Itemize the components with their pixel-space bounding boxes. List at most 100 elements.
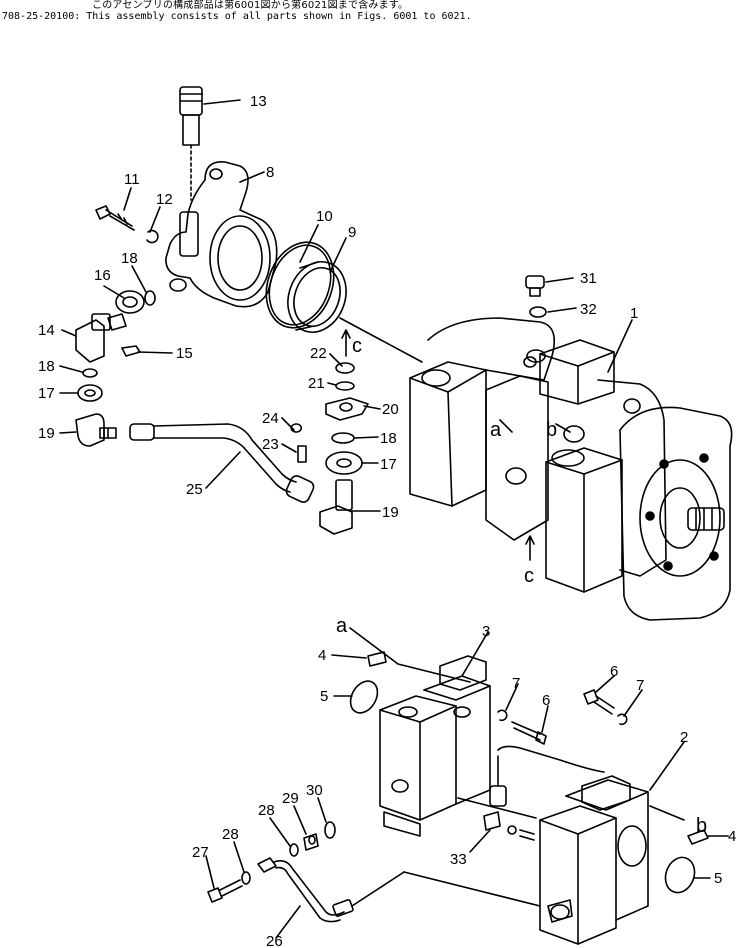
part-11-bolt bbox=[95, 205, 135, 231]
leader-7b bbox=[623, 689, 643, 717]
leader-28a bbox=[233, 841, 245, 873]
leader-3 bbox=[461, 631, 489, 677]
leader-18b bbox=[59, 365, 83, 373]
callout-17-a: 17 bbox=[38, 385, 55, 402]
callout-1: 1 bbox=[630, 305, 638, 322]
leader-valve-link bbox=[457, 797, 537, 819]
part-19-elbow-b bbox=[319, 479, 353, 535]
part-31-plug bbox=[525, 275, 545, 297]
callout-10: 10 bbox=[316, 208, 333, 225]
callout-labels: 13 8 11 12 10 9 18 16 14 15 18 17 19 25 … bbox=[38, 93, 736, 948]
leader-1 bbox=[607, 319, 633, 373]
part-17-nut-a bbox=[77, 384, 103, 402]
leader-25 bbox=[205, 451, 241, 489]
part-30-oring bbox=[324, 821, 336, 839]
leader-9 bbox=[329, 237, 347, 273]
leader-b-lower bbox=[649, 805, 685, 821]
callout-18-c: 18 bbox=[380, 430, 397, 447]
callout-32: 32 bbox=[580, 301, 597, 318]
callout-29: 29 bbox=[282, 790, 299, 807]
callout-15: 15 bbox=[176, 345, 193, 362]
note-japanese: このアセンブリの構成部品は第6001図から第6021図まで含みます。 bbox=[92, 0, 409, 11]
leader-a-lower bbox=[349, 627, 471, 683]
part-32-oring bbox=[529, 306, 547, 318]
callout-4-b: 4 bbox=[728, 828, 736, 845]
leader-27 bbox=[205, 855, 215, 889]
leader-24 bbox=[281, 417, 295, 431]
callout-23: 23 bbox=[262, 436, 279, 453]
callout-28-b: 28 bbox=[258, 802, 275, 819]
part-24-washer bbox=[290, 423, 303, 433]
part-5-oring-b bbox=[664, 856, 696, 894]
part-7-washer-a bbox=[497, 709, 508, 722]
part-14-block bbox=[75, 313, 127, 363]
part-10-oring bbox=[265, 241, 335, 329]
callout-13: 13 bbox=[250, 93, 267, 110]
callout-7-b: 7 bbox=[636, 677, 644, 694]
callout-25: 25 bbox=[186, 481, 203, 498]
part-22-nut bbox=[335, 362, 355, 374]
leader-16 bbox=[103, 285, 125, 299]
ref-a-lower: a bbox=[336, 615, 348, 637]
part-17-nut-b bbox=[325, 451, 363, 475]
leader-13 bbox=[203, 99, 241, 105]
part-8-housing bbox=[165, 161, 278, 308]
leader-pipe-link-b bbox=[403, 871, 541, 907]
leader-23 bbox=[281, 443, 297, 453]
part-9-seal bbox=[287, 261, 347, 333]
callout-12: 12 bbox=[156, 191, 173, 208]
part-33-sensor bbox=[483, 745, 605, 841]
leader-20 bbox=[363, 405, 381, 410]
part-6-bolt-b bbox=[583, 689, 615, 715]
callout-33: 33 bbox=[450, 851, 467, 868]
callout-30: 30 bbox=[306, 782, 323, 799]
leader-15 bbox=[137, 351, 173, 354]
part-28-ring-a bbox=[241, 871, 251, 885]
part-12-ring bbox=[146, 229, 159, 244]
callout-28-a: 28 bbox=[222, 826, 239, 843]
callout-9: 9 bbox=[348, 224, 356, 241]
leader-21 bbox=[327, 382, 337, 386]
leader-2 bbox=[649, 741, 685, 791]
leader-28b bbox=[269, 817, 291, 847]
leader-10 bbox=[299, 224, 319, 263]
part-2-valve bbox=[539, 775, 649, 945]
ref-c-top: c bbox=[352, 335, 362, 357]
callout-16: 16 bbox=[94, 267, 111, 284]
leader-29 bbox=[293, 805, 307, 835]
callout-31: 31 bbox=[580, 270, 597, 287]
callout-18-b: 18 bbox=[38, 358, 55, 375]
part-1-pump-assembly bbox=[409, 317, 733, 621]
arrow-c-bottom bbox=[525, 535, 535, 561]
leader-33 bbox=[469, 829, 491, 853]
part-16-nut bbox=[115, 290, 145, 314]
leader-b-top bbox=[555, 423, 571, 433]
leader-a-top bbox=[499, 419, 513, 433]
callout-22: 22 bbox=[310, 345, 327, 362]
leader-9-to-pump bbox=[339, 317, 423, 363]
part-5-oring-a bbox=[349, 680, 379, 714]
part-29-nut bbox=[303, 833, 319, 851]
callout-6-b: 6 bbox=[610, 663, 618, 680]
leader-32 bbox=[547, 307, 577, 313]
leader-19a bbox=[59, 431, 77, 434]
part-4-pin-a bbox=[367, 651, 387, 667]
callout-3: 3 bbox=[482, 623, 490, 640]
callout-24: 24 bbox=[262, 410, 279, 427]
leader-14 bbox=[61, 329, 77, 337]
callout-18-a: 18 bbox=[121, 250, 138, 267]
leader-31 bbox=[545, 277, 574, 283]
callout-26: 26 bbox=[266, 933, 283, 948]
callout-19-b: 19 bbox=[382, 504, 399, 521]
part-13-sensor bbox=[179, 86, 203, 201]
leader-12 bbox=[149, 206, 161, 233]
callout-17-b: 17 bbox=[380, 456, 397, 473]
part-4-pin-b bbox=[687, 829, 709, 845]
part-28-ring-b bbox=[289, 843, 299, 857]
leader-8 bbox=[239, 171, 265, 183]
arrow-c-top bbox=[341, 329, 351, 357]
callout-7-a: 7 bbox=[512, 675, 520, 692]
ref-c-bottom: c bbox=[524, 565, 534, 587]
part-21-oring bbox=[335, 381, 355, 391]
part-7-washer-b bbox=[617, 713, 628, 726]
